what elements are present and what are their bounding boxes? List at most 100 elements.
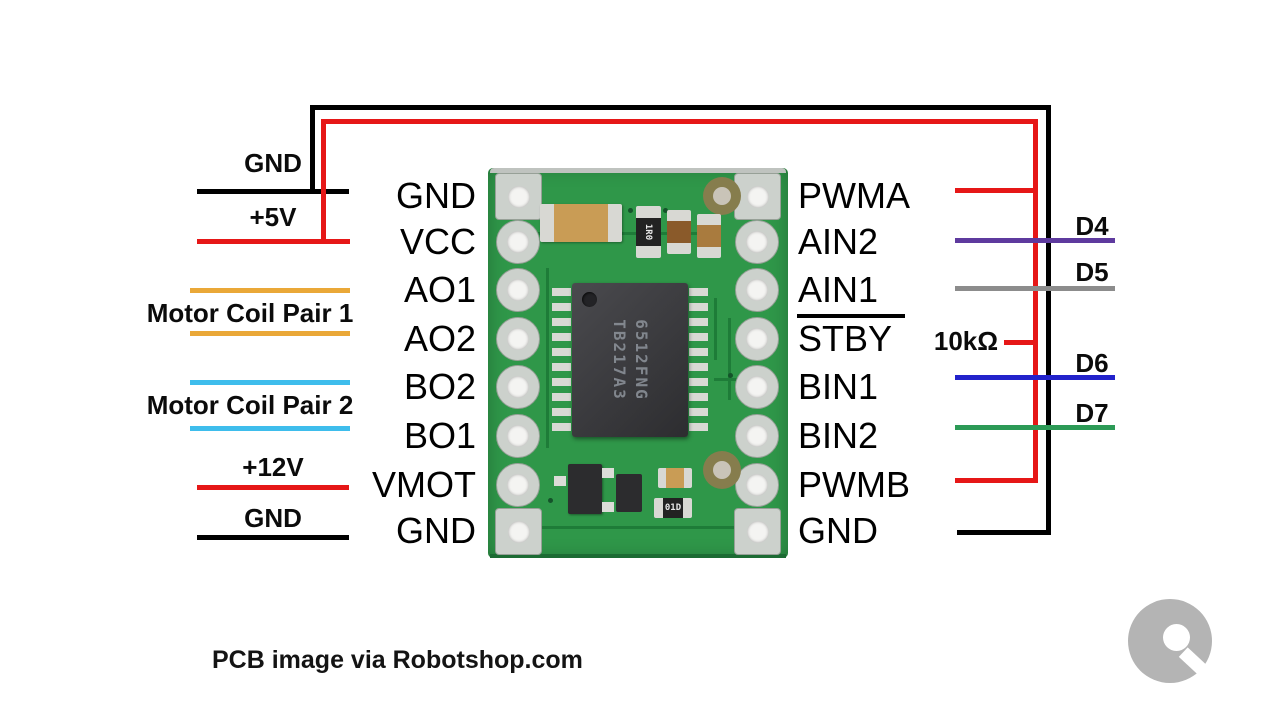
wire-5v <box>197 239 350 244</box>
mounting-hole <box>703 177 741 215</box>
resistor-01d: 01D <box>654 498 692 518</box>
pin-gnd-right-bottom: GND <box>798 510 878 551</box>
wire-gnd-left <box>197 189 349 194</box>
label-d4: D4 <box>1075 211 1109 241</box>
pcb-board: 1R0 01D <box>488 168 788 558</box>
pcb-trace <box>512 526 762 529</box>
wire-coil2-top <box>190 380 350 385</box>
label-5v: +5V <box>249 202 297 232</box>
pad-hole <box>496 268 540 312</box>
capacitor-small-1 <box>667 210 691 254</box>
watermark-logo-hole <box>1163 624 1190 651</box>
solder-pad <box>602 468 614 478</box>
driver-ic-chip <box>572 283 688 437</box>
stby-overline <box>797 314 905 318</box>
chip-marking-line-1: 6512FNG <box>632 319 651 401</box>
pad-hole <box>495 173 542 220</box>
pin-ain1: AIN1 <box>798 269 879 310</box>
wire-left-vertical-red <box>321 119 326 244</box>
pin-pwma: PWMA <box>798 175 910 216</box>
pad-hole <box>734 173 781 220</box>
resistor-1r0-label: 1R0 <box>643 223 654 241</box>
wire-coil2-bottom <box>190 426 350 431</box>
pad-hole <box>495 508 542 555</box>
pin-stby: STBY <box>798 318 893 359</box>
label-10k-resistor: 10kΩ <box>933 326 999 356</box>
wire-pwmb <box>955 478 1038 483</box>
wire-10k-stub <box>1004 340 1033 345</box>
wire-coil1-top <box>190 288 350 293</box>
pcb-trace <box>546 268 549 448</box>
chip-pins-left <box>552 288 571 434</box>
chip-pins-right <box>689 288 708 434</box>
chip-pin1-dimple <box>582 292 597 307</box>
solder-pad <box>554 476 566 486</box>
wire-coil1-bottom <box>190 331 350 336</box>
board-top-edge <box>490 168 786 173</box>
board-bottom-edge <box>490 554 786 558</box>
pad-hole <box>734 508 781 555</box>
pin-ain2: AIN2 <box>798 221 879 262</box>
label-d6: D6 <box>1075 348 1109 378</box>
mounting-hole <box>703 451 741 489</box>
wire-left-vertical-black <box>310 105 315 194</box>
pin-ao1: AO1 <box>403 269 476 310</box>
capacitor-large <box>540 204 622 242</box>
pcb-via <box>663 208 668 213</box>
label-12v: +12V <box>242 452 304 482</box>
wire-top-red <box>321 119 1038 124</box>
pad-hole <box>496 414 540 458</box>
wire-vmot <box>197 485 349 490</box>
pin-vcc: VCC <box>399 221 476 262</box>
label-gnd-top-left: GND <box>244 148 302 178</box>
label-gnd-bottom-left: GND <box>244 503 302 533</box>
label-motor-coil-pair-2: Motor Coil Pair 2 <box>146 390 354 420</box>
pin-vmot: VMOT <box>372 464 476 505</box>
wire-pwma <box>955 188 1033 193</box>
wire-gnd-bottom-left <box>197 535 349 540</box>
pad-hole <box>735 268 779 312</box>
transistor-sot23-2 <box>616 474 642 512</box>
pin-gnd-left-bottom: GND <box>396 510 476 551</box>
wire-d5 <box>955 286 1115 291</box>
pcb-via <box>548 498 553 503</box>
capacitor-small-3 <box>658 468 692 488</box>
pad-hole <box>735 220 779 264</box>
label-d7: D7 <box>1075 398 1109 428</box>
pad-hole <box>496 220 540 264</box>
pad-hole <box>735 317 779 361</box>
pin-ao2: AO2 <box>403 318 476 359</box>
wire-top-black <box>310 105 1051 110</box>
pcb-via <box>628 208 633 213</box>
pin-gnd-left-top: GND <box>396 175 476 216</box>
pad-hole <box>496 317 540 361</box>
solder-pad <box>602 502 614 512</box>
image-credit-caption: PCB image via Robotshop.com <box>212 646 583 674</box>
wire-d4 <box>955 238 1115 243</box>
pad-hole <box>496 365 540 409</box>
pin-bin1: BIN1 <box>798 366 879 407</box>
pin-bin2: BIN2 <box>798 415 879 456</box>
pad-hole <box>735 414 779 458</box>
pcb-via <box>728 373 733 378</box>
wire-gnd-right <box>957 530 1051 535</box>
capacitor-small-2 <box>697 214 721 258</box>
label-d5: D5 <box>1075 257 1109 287</box>
transistor-sot23-1 <box>568 464 602 514</box>
chip-marking-text: 6512FNG TB217A3 <box>606 280 654 440</box>
pad-hole <box>735 365 779 409</box>
pcb-trace <box>714 298 717 360</box>
pad-hole <box>496 463 540 507</box>
resistor-01d-label: 01D <box>664 503 682 513</box>
pad-hole <box>735 463 779 507</box>
label-motor-coil-pair-1: Motor Coil Pair 1 <box>146 298 354 328</box>
pcb-trace <box>714 378 744 381</box>
pin-pwmb: PWMB <box>798 464 910 505</box>
pin-bo2: BO2 <box>403 366 476 407</box>
resistor-1r0: 1R0 <box>636 206 661 258</box>
pin-bo1: BO1 <box>403 415 476 456</box>
pcb-trace <box>728 318 731 400</box>
chip-marking-line-2: TB217A3 <box>610 319 629 401</box>
wire-right-vertical-black <box>1046 105 1051 535</box>
